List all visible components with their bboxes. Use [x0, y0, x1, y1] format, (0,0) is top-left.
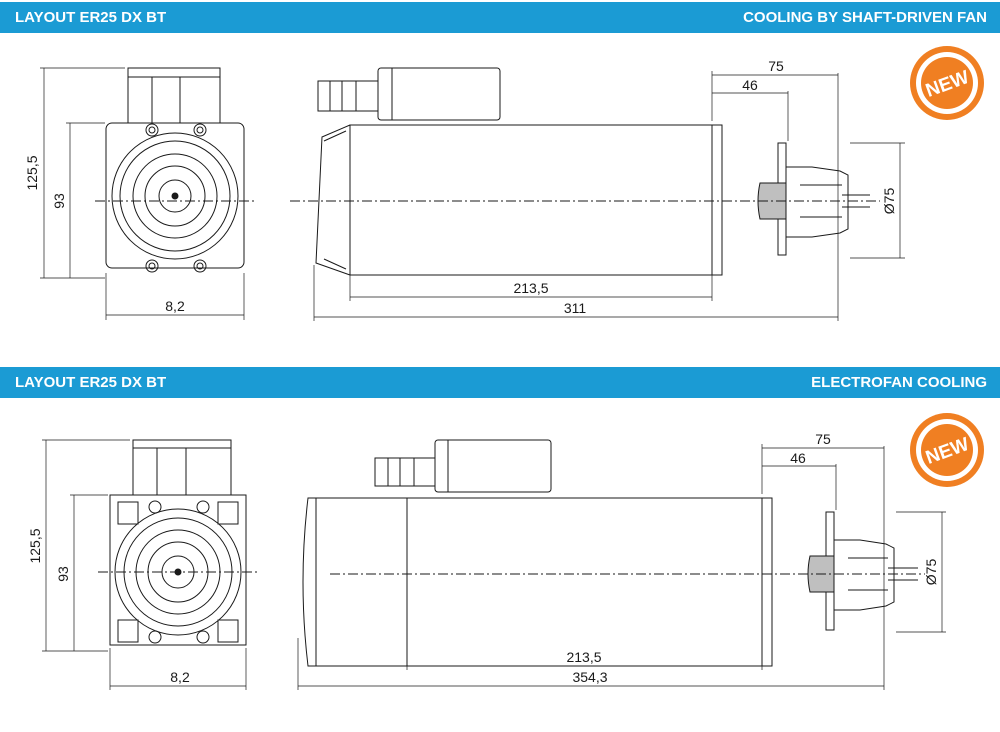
dim-height-total: 125,5: [27, 528, 43, 563]
dim-height-total: 125,5: [24, 155, 40, 190]
dim-offset: 8,2: [170, 669, 190, 685]
side-view: [290, 67, 905, 321]
dim-nose-outer: 75: [768, 58, 784, 74]
section-1-header: LAYOUT ER25 DX BT COOLING BY SHAFT-DRIVE…: [0, 2, 1000, 33]
dim-total-length: 354,3: [572, 669, 607, 685]
dim-nose-inner: 46: [790, 450, 806, 466]
dim-body: 213,5: [566, 649, 601, 665]
section-2-title: LAYOUT ER25 DX BT: [15, 374, 167, 391]
section-2-cooling: ELECTROFAN COOLING: [811, 374, 987, 391]
section-2-drawing: 125,5 93 8,2 213,5 354,3 75 46 Ø75 NEW: [27, 413, 984, 690]
new-badge-icon: NEW: [910, 413, 984, 487]
dim-total-length: 311: [564, 300, 587, 316]
front-view: [42, 439, 258, 690]
dim-nose-inner: 46: [742, 77, 758, 93]
dim-nose-diameter: Ø75: [923, 559, 939, 586]
front-view: [40, 67, 255, 320]
new-badge-icon: NEW: [910, 46, 984, 120]
section-1-cooling: COOLING BY SHAFT-DRIVEN FAN: [743, 9, 987, 26]
dim-nose-diameter: Ø75: [881, 188, 897, 215]
dim-flange: 93: [51, 193, 67, 209]
dim-body: 213,5: [513, 280, 548, 296]
section-2-header: LAYOUT ER25 DX BT ELECTROFAN COOLING: [0, 367, 1000, 398]
dim-offset: 8,2: [165, 298, 185, 314]
dim-nose-outer: 75: [815, 431, 831, 447]
section-1-drawing: 125,5 93 8,2 213,5 311 75 46 Ø75 NEW: [24, 46, 984, 321]
side-view: [297, 439, 946, 690]
section-1-title: LAYOUT ER25 DX BT: [15, 9, 167, 26]
dim-flange: 93: [55, 566, 71, 582]
